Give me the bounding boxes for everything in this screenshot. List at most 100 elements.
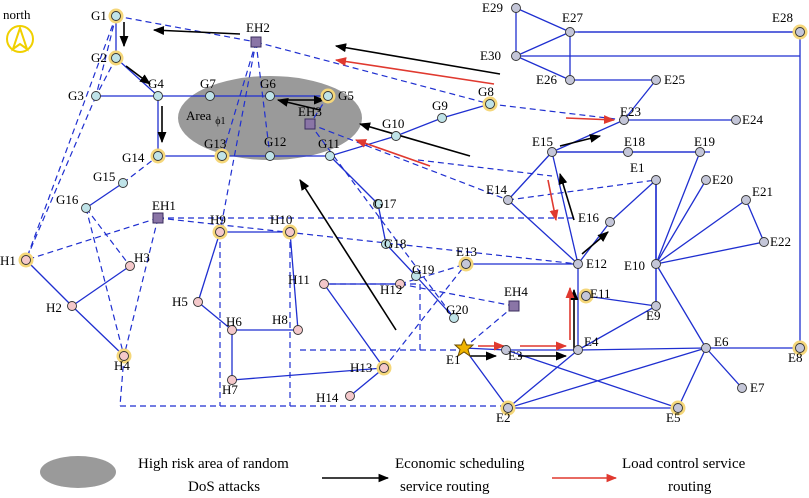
node-h14[interactable]: H14 — [316, 390, 355, 405]
solid-link-E23-E25 — [623, 79, 657, 121]
node-eh2[interactable]: EH2 — [246, 20, 270, 48]
node-e24[interactable]: E24 — [731, 112, 764, 127]
node-e16[interactable]: E16 — [578, 210, 615, 227]
node-g2[interactable]: G2 — [91, 50, 124, 66]
node-h10[interactable]: H10 — [270, 212, 298, 240]
node-g16[interactable]: G16 — [56, 192, 91, 213]
node-e12[interactable]: E12 — [573, 256, 607, 271]
solid-link-G15-G16 — [85, 182, 124, 209]
node-g15[interactable]: G15 — [93, 169, 128, 188]
node-e11[interactable]: E11 — [578, 286, 611, 304]
node-e28[interactable]: E28 — [772, 10, 808, 40]
node-e23[interactable]: E23 — [619, 104, 641, 125]
node-e9[interactable]: E9 — [646, 301, 661, 324]
node-h4[interactable]: H4 — [114, 348, 132, 374]
node-h3[interactable]: H3 — [125, 250, 150, 271]
node-h9[interactable]: H9 — [210, 212, 228, 240]
node-label-e5: E5 — [666, 410, 680, 425]
node-label-e18: E18 — [624, 134, 645, 149]
economic-route-A7 — [334, 43, 501, 75]
node-g18[interactable]: G18 — [381, 236, 407, 251]
node-e5[interactable]: E5 — [666, 400, 686, 426]
node-e4[interactable]: E4 — [573, 334, 599, 355]
solid-link-E1-E3 — [463, 347, 507, 351]
solid-link-E16-E17 — [609, 179, 657, 223]
node-label-g18: G18 — [384, 236, 406, 251]
dashed-link-G1-G3 — [95, 15, 117, 97]
node-e22[interactable]: E22 — [759, 234, 791, 249]
node-g10[interactable]: G10 — [382, 116, 404, 141]
node-e1[interactable]: E1 — [446, 337, 475, 367]
node-h5[interactable]: H5 — [172, 294, 203, 309]
node-label-h13: H13 — [350, 360, 372, 375]
solid-link-E10-E22 — [655, 241, 765, 265]
node-g13[interactable]: G13 — [204, 136, 230, 164]
node-g17[interactable]: G17 — [373, 196, 397, 211]
solid-link-H5-H6 — [197, 301, 233, 331]
node-e20[interactable]: E20 — [701, 172, 733, 187]
solid-link-H7-H13 — [231, 367, 385, 381]
node-g19[interactable]: G19 — [411, 262, 435, 281]
node-g3[interactable]: G3 — [68, 88, 101, 103]
node-g4[interactable]: G4 — [148, 76, 164, 101]
node-e6[interactable]: E6 — [701, 334, 729, 353]
node-e3[interactable]: E3 — [501, 345, 523, 364]
node-e19[interactable]: E19 — [694, 134, 715, 157]
legend-risk-line2: DoS attacks — [188, 479, 260, 495]
node-eh1[interactable]: EH1 — [152, 198, 176, 224]
node-g20[interactable]: G20 — [446, 302, 468, 323]
node-label-h8: H8 — [272, 312, 288, 327]
node-h13[interactable]: H13 — [350, 360, 392, 376]
solid-link-H11-H13 — [323, 283, 385, 369]
node-eh4[interactable]: EH4 — [504, 284, 528, 312]
node-h1[interactable]: H1 — [0, 252, 34, 269]
solid-link-G19-G20 — [415, 275, 455, 319]
dashed-link-EH4-E1 — [463, 305, 515, 349]
node-g6[interactable]: G6 — [260, 76, 276, 101]
node-h12[interactable]: H12 — [380, 279, 405, 298]
node-label-g10: G10 — [382, 116, 404, 131]
node-g14[interactable]: G14 — [122, 148, 166, 166]
node-e15[interactable]: E15 — [532, 134, 557, 157]
node-h7[interactable]: H7 — [222, 375, 238, 398]
node-e8[interactable]: E8 — [788, 340, 808, 366]
node-h8[interactable]: H8 — [272, 312, 303, 335]
node-label-e27: E27 — [562, 10, 583, 25]
node-eh3[interactable]: EH3 — [298, 104, 322, 130]
node-label-h11: H11 — [288, 272, 310, 287]
node-e29[interactable]: E29 — [482, 0, 521, 15]
node-h2[interactable]: H2 — [46, 300, 77, 315]
node-label-h10: H10 — [270, 212, 292, 227]
node-label-e25: E25 — [664, 72, 685, 87]
node-e21[interactable]: E21 — [741, 184, 773, 205]
economic-route-A6 — [276, 97, 321, 111]
node-h6[interactable]: H6 — [226, 314, 242, 335]
node-e17[interactable]: E1 — [630, 160, 661, 185]
dashed-link-EH2-H9 — [219, 41, 257, 233]
node-g1[interactable]: G1 — [91, 8, 124, 24]
node-e2[interactable]: E2 — [496, 400, 516, 426]
node-g12[interactable]: G12 — [264, 134, 286, 161]
dashed-link-H12-E13 — [399, 263, 467, 285]
node-label-e8: E8 — [788, 350, 802, 365]
solid-link-H2-H3 — [71, 265, 131, 307]
node-e14[interactable]: E14 — [486, 182, 513, 205]
node-g7[interactable]: G7 — [200, 76, 216, 101]
node-e10[interactable]: E10 — [624, 258, 661, 273]
node-e30[interactable]: E30 — [480, 48, 521, 63]
load-route-L6 — [565, 115, 616, 125]
node-e25[interactable]: E25 — [651, 72, 685, 87]
node-e27[interactable]: E27 — [562, 10, 583, 37]
node-label-g3: G3 — [68, 88, 84, 103]
node-e7[interactable]: E7 — [737, 380, 765, 395]
solid-link-E6-E5 — [677, 347, 707, 409]
node-label-eh3: EH3 — [298, 104, 322, 119]
node-e26[interactable]: E26 — [536, 72, 575, 87]
node-e13[interactable]: E13 — [456, 244, 477, 272]
node-g8[interactable]: G8 — [478, 84, 498, 112]
node-g9[interactable]: G9 — [432, 98, 448, 123]
node-e18[interactable]: E18 — [623, 134, 645, 157]
node-g5[interactable]: G5 — [320, 88, 354, 104]
node-h11[interactable]: H11 — [288, 272, 329, 289]
node-g11[interactable]: G11 — [318, 136, 340, 161]
